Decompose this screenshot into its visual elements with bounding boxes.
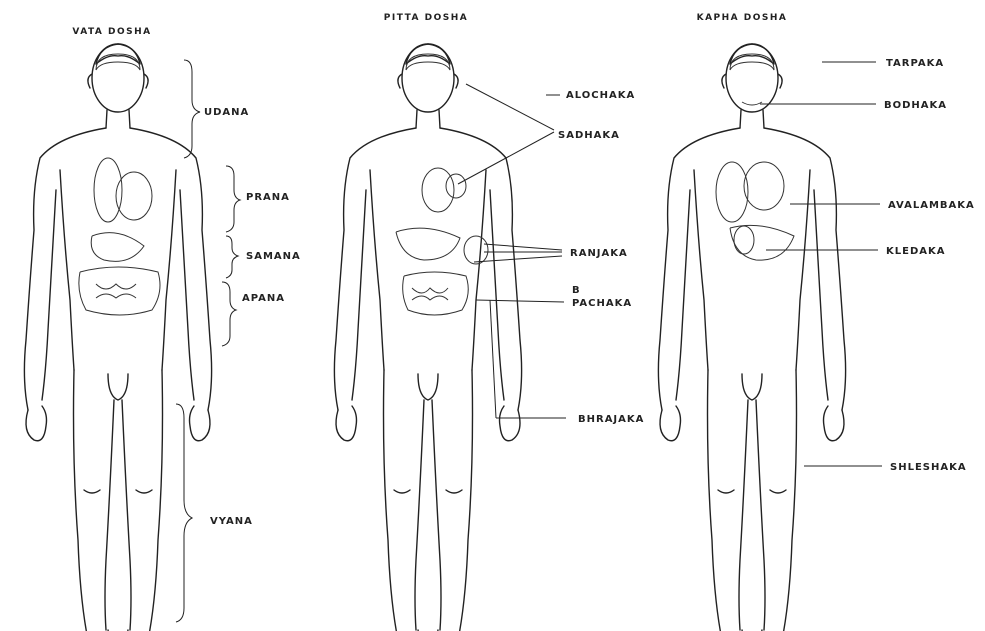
vyana-label: VYANA [210,516,253,527]
pachaka-b-label: B [572,285,581,296]
avalambaka-label: AVALAMBAKA [888,200,975,211]
prana-label: PRANA [246,192,290,203]
pitta-figure: PITTA DOSHA ALOCHAKA SADHAKA RANJAKA B P… [334,13,644,631]
kapha-title: KAPHA DOSHA [697,13,788,23]
bodhaka-label: BODHAKA [884,100,947,111]
kledaka-label: KLEDAKA [886,246,945,257]
vata-figure: VATA DOSHA UDANA PRANA SAMANA APANA VYAN… [24,27,300,631]
tarpaka-label: TARPAKA [886,58,944,69]
shleshaka-label: SHLESHAKA [890,462,967,473]
bhrajaka-label: BHRAJAKA [578,414,644,425]
pitta-title: PITTA DOSHA [384,13,468,23]
apana-label: APANA [242,293,285,304]
pachaka-label: PACHAKA [572,298,632,309]
ranjaka-label: RANJAKA [570,248,628,259]
sadhaka-label: SADHAKA [558,130,620,141]
samana-label: SAMANA [246,251,301,262]
vata-title: VATA DOSHA [72,27,151,37]
kapha-figure: KAPHA DOSHA TARPAKA BODHAKA AVALAMBAKA K… [658,13,974,631]
alochaka-label: ALOCHAKA [566,90,635,101]
udana-label: UDANA [204,107,249,118]
